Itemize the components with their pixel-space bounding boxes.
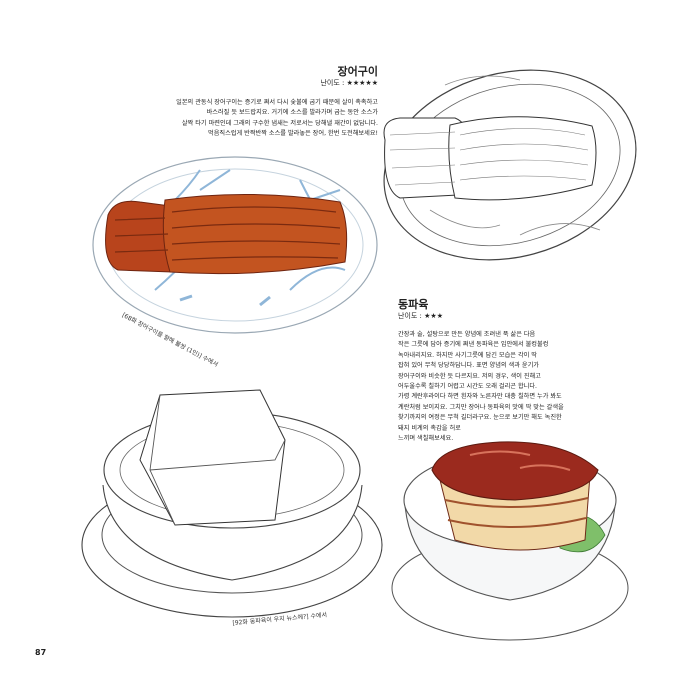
pork-outline-bowl [81,389,383,618]
eel-color [105,193,348,275]
eel-color-plate [92,156,378,334]
pork-color-bowl [391,441,629,641]
pork-difficulty-label: 난이도 : [398,312,422,320]
eel-title: 장어구이 [337,65,378,78]
eel-difficulty-label: 난이도 : [320,79,345,87]
pork-title: 동파육 [398,298,429,311]
eel-outline [383,116,597,201]
eel-description: 일본의 관동식 장어구이는 증기로 쪄서 다시 숯불에 굽기 때문에 살이 촉촉… [176,99,378,138]
pork-difficulty: 난이도 : ★★★ [398,311,443,321]
eel-difficulty-stars: ★★★★★ [346,79,378,87]
pork-difficulty-stars: ★★★ [424,312,443,320]
eel-difficulty: 난이도 : ★★★★★ [278,78,378,88]
pork-description: 간장과 술, 설탕으로 만든 양념에 조려낸 푹 삶은 다음 작은 그릇에 담아… [398,331,564,443]
eel-outline-plate [383,69,637,261]
page-number: 87 [35,648,47,657]
